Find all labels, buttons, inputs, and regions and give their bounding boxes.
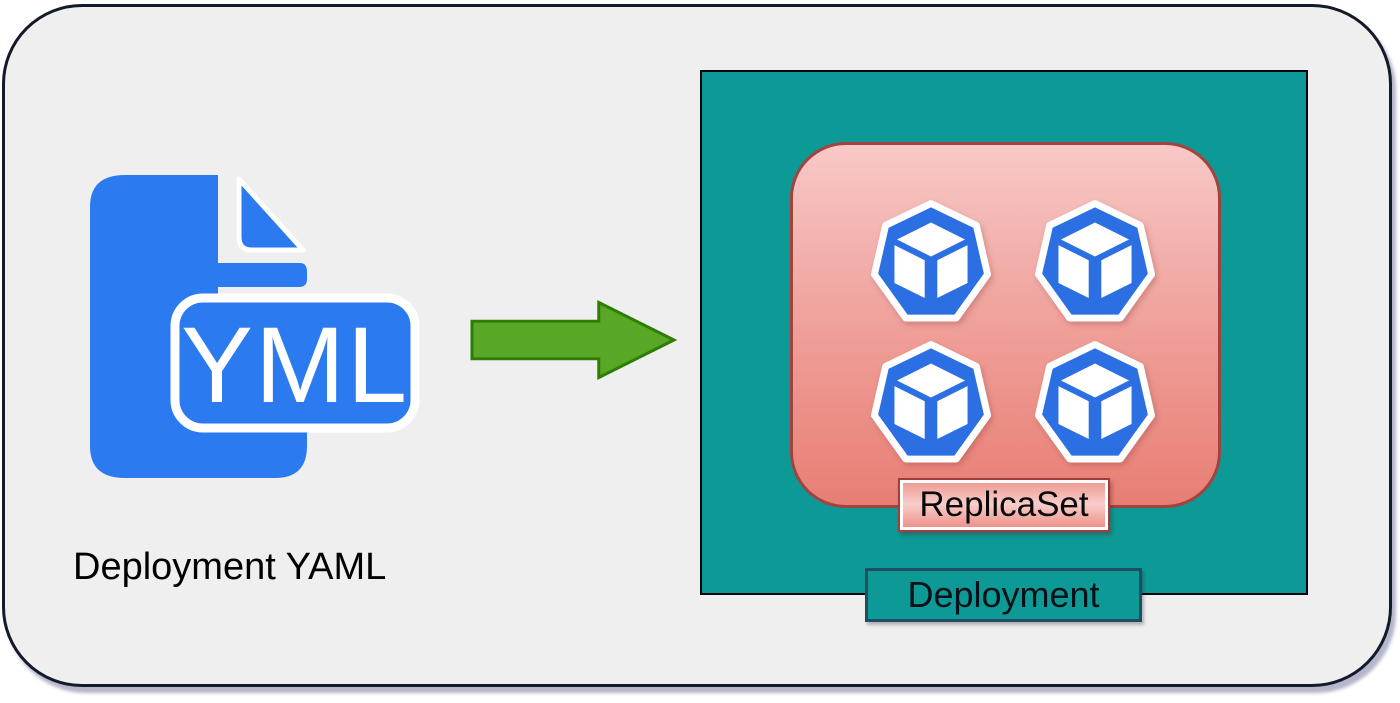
replicaset-label: ReplicaSet — [898, 478, 1110, 532]
pod-heptagon — [1034, 200, 1156, 322]
pod-heptagon — [870, 341, 992, 463]
pod-icon — [870, 341, 992, 463]
pod-cube — [894, 363, 968, 440]
pod-grid — [868, 196, 1158, 463]
diagram-frame: YML Deployment YAML — [2, 4, 1392, 687]
replicaset-box — [790, 142, 1221, 508]
arrow-right-shape — [470, 299, 678, 381]
deployment-box: ReplicaSet Deployment — [700, 70, 1308, 622]
yml-file-icon: YML — [90, 175, 420, 478]
deployment-label: Deployment — [865, 568, 1142, 622]
pod-icon — [1034, 200, 1156, 322]
arrow-right-icon — [470, 299, 678, 381]
yaml-file-label: Deployment YAML — [73, 546, 387, 588]
pod-cube — [894, 222, 968, 299]
yml-badge-text: YML — [181, 304, 409, 425]
yml-file-fold — [236, 176, 306, 253]
pod-heptagon — [1034, 341, 1156, 463]
yml-badge — [170, 293, 420, 433]
pod-heptagon — [870, 200, 992, 322]
pod-cube — [1058, 363, 1132, 440]
pod-cube — [1058, 222, 1132, 299]
pod-icon — [870, 200, 992, 322]
pod-icon — [1034, 341, 1156, 463]
